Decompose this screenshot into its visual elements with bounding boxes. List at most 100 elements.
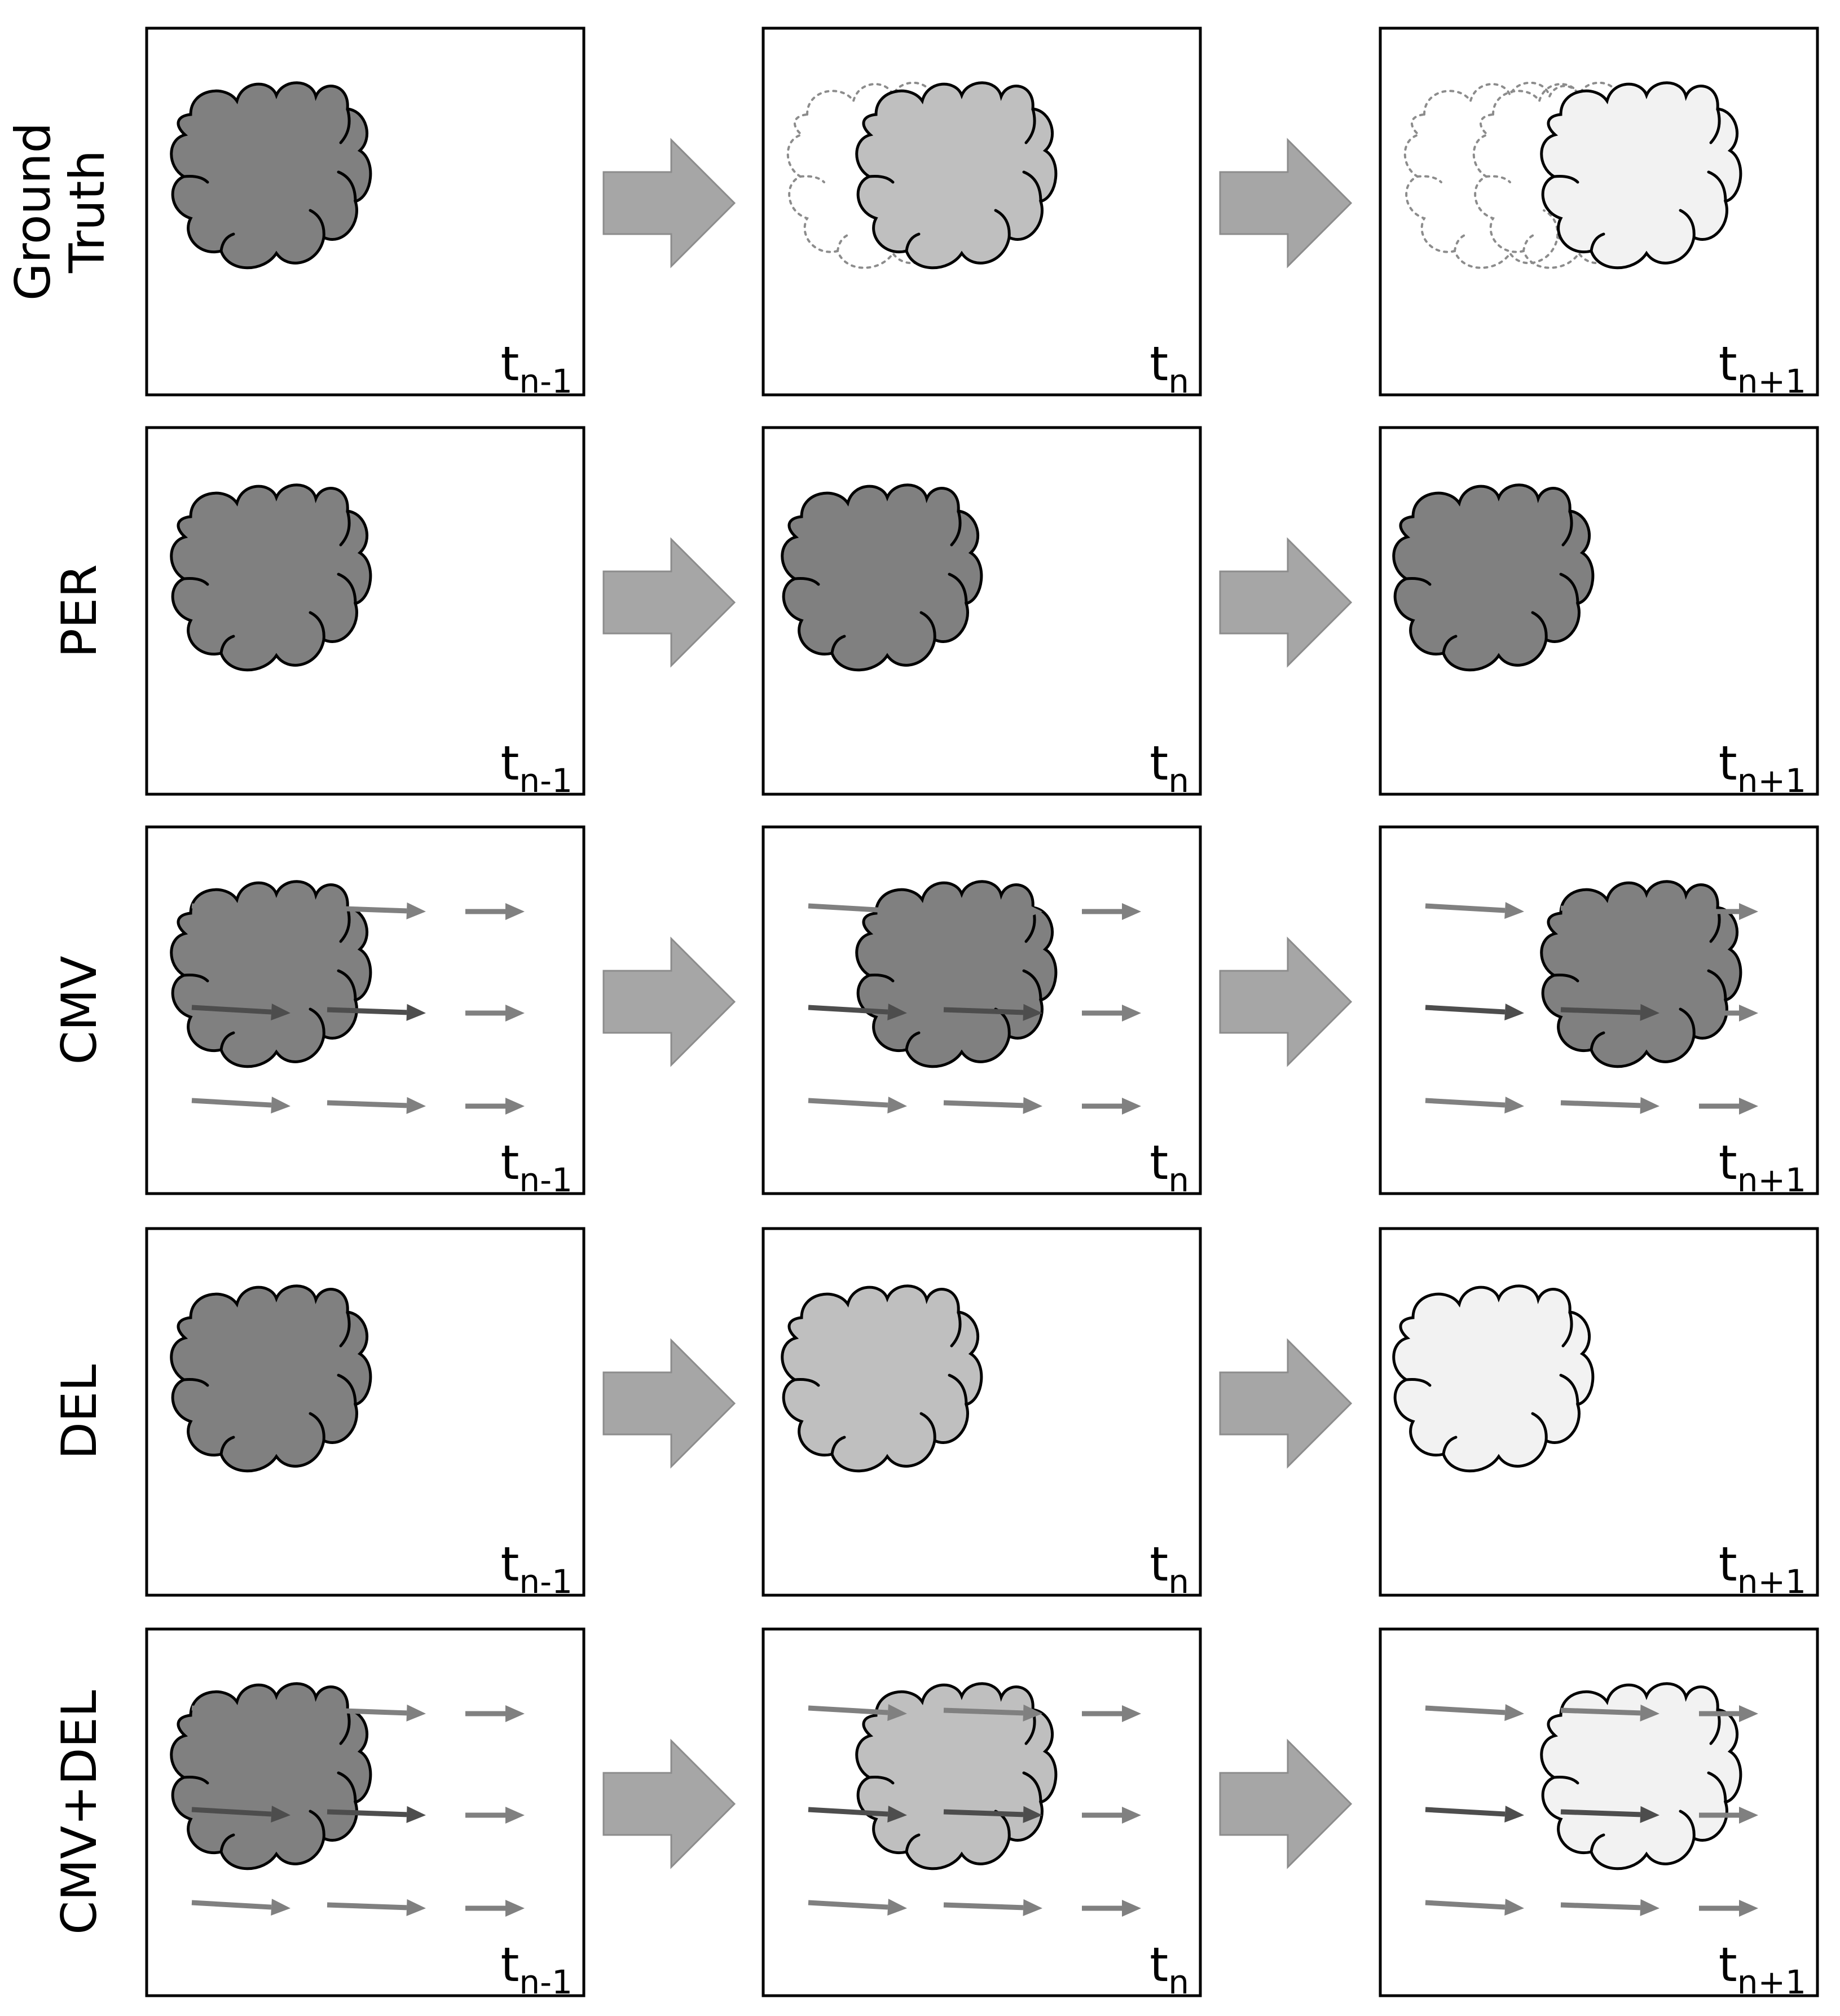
transition-arrow [602, 1738, 736, 1869]
vector-arrow [808, 1097, 907, 1114]
row-label: DEL [51, 1364, 108, 1460]
time-label-base: t [1150, 1937, 1168, 1992]
time-label-base: t [1719, 1937, 1737, 1992]
transition-arrow [1219, 1338, 1353, 1469]
vector-arrow [943, 1704, 1042, 1722]
vector-arrow [1560, 1003, 1659, 1021]
time-label-subscript: n [1168, 1161, 1189, 1199]
time-label-base: t [500, 336, 519, 391]
vector-arrow [1425, 1003, 1524, 1021]
row-label-line: CMV+DEL [51, 1690, 108, 1935]
time-label-subscript: n [1168, 362, 1189, 400]
transition-arrow [1219, 1738, 1353, 1869]
time-label: tn [1150, 1537, 1189, 1601]
time-label-base: t [500, 1937, 519, 1992]
time-label-subscript: n+1 [1737, 1161, 1806, 1199]
transition-arrow [1219, 936, 1353, 1067]
vector-arrow [327, 1097, 426, 1114]
vector-arrow [1082, 1900, 1141, 1917]
vector-arrow [1425, 1097, 1524, 1114]
time-label-base: t [1719, 736, 1737, 791]
time-label-base: t [1150, 1135, 1168, 1190]
transition-arrow [602, 1338, 736, 1469]
vector-arrow [1082, 1705, 1141, 1722]
time-label: tn [1150, 1937, 1189, 2001]
frame-panel: tn-1 [145, 1627, 586, 2001]
time-label-subscript: n [1168, 761, 1189, 800]
frame-panel: tn-1 [145, 426, 586, 800]
vector-arrow [327, 1003, 426, 1021]
time-label-subscript: n [1168, 1562, 1189, 1601]
transition-arrow [602, 138, 736, 268]
vector-arrow [943, 1806, 1042, 1823]
transition-arrow [602, 537, 736, 668]
motion-vector-field [808, 902, 1141, 1115]
time-label: tn-1 [500, 736, 573, 800]
time-label-subscript: n+1 [1737, 1562, 1806, 1601]
time-label: tn-1 [500, 336, 573, 400]
vector-arrow [191, 1003, 290, 1021]
time-label: tn+1 [1719, 1135, 1806, 1199]
row-label: CMV+DEL [51, 1690, 108, 1935]
vector-arrow [191, 902, 290, 919]
vector-arrow [808, 1806, 907, 1823]
motion-vector-field [1425, 1704, 1758, 1917]
frame-panel: tn+1 [1379, 825, 1819, 1199]
time-label-base: t [1150, 336, 1168, 391]
frame-panel: tn-1 [145, 1227, 586, 1601]
vector-arrow [1699, 1807, 1758, 1824]
frame-panel: tn-1 [145, 27, 586, 400]
vector-arrow [191, 1899, 290, 1916]
time-label-base: t [1150, 736, 1168, 791]
vector-arrow [1082, 1807, 1141, 1824]
vector-arrow [1560, 902, 1659, 919]
motion-vector-field [1425, 902, 1758, 1115]
transition-arrow [602, 936, 736, 1067]
time-label: tn+1 [1719, 736, 1806, 800]
vector-arrow [465, 1705, 525, 1722]
time-label: tn+1 [1719, 336, 1806, 400]
vector-arrow [1699, 1705, 1758, 1722]
time-label-subscript: n+1 [1737, 761, 1806, 800]
vector-arrow [327, 1806, 426, 1823]
time-label: tn [1150, 336, 1189, 400]
vector-arrow [943, 902, 1042, 919]
vector-arrow [1560, 1097, 1659, 1114]
motion-vector-field [191, 1704, 525, 1917]
vector-arrow [943, 1899, 1042, 1916]
frame-panel: tn+1 [1379, 1227, 1819, 1601]
vector-arrow [191, 1806, 290, 1823]
time-label-base: t [1719, 336, 1737, 391]
vector-arrow [1560, 1806, 1659, 1823]
time-label: tn [1150, 736, 1189, 800]
row-label: PER [51, 564, 108, 658]
transition-arrow [1219, 138, 1353, 268]
frame-panel: tn+1 [1379, 27, 1819, 400]
motion-vector-field [808, 1704, 1141, 1917]
row-label-line: CMV [51, 956, 108, 1064]
vector-arrow [1699, 903, 1758, 920]
vector-arrow [465, 1005, 525, 1022]
vector-arrow [808, 1704, 907, 1722]
time-label-base: t [500, 1537, 519, 1592]
motion-vector-field [191, 902, 525, 1115]
vector-arrow [1425, 1704, 1524, 1722]
vector-arrow [1082, 1005, 1141, 1022]
time-label-subscript: n-1 [519, 761, 573, 800]
frame-panel: tn [761, 825, 1202, 1199]
time-label-subscript: n-1 [519, 1562, 573, 1601]
frame-panel: tn [761, 1627, 1202, 2001]
row-label: CMV [51, 956, 108, 1064]
frame-panel: tn+1 [1379, 1627, 1819, 2001]
vector-arrow [465, 1807, 525, 1824]
vector-arrow [1425, 1899, 1524, 1916]
time-label-base: t [500, 1135, 519, 1190]
vector-arrow [327, 1704, 426, 1722]
frame-panel: tn [761, 426, 1202, 800]
row-label-line: Ground [5, 122, 61, 301]
vector-arrow [1082, 1098, 1141, 1115]
time-label: tn+1 [1719, 1937, 1806, 2001]
time-label-subscript: n-1 [519, 1963, 573, 2001]
row-label: GroundTruth [5, 122, 116, 301]
time-label-subscript: n [1168, 1963, 1189, 2001]
